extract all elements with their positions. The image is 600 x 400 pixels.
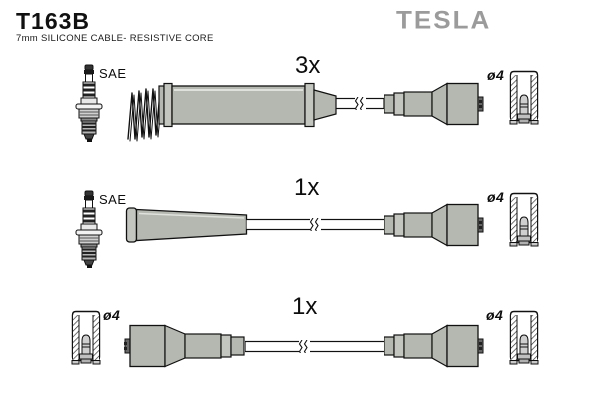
connector-boot <box>384 324 484 368</box>
brand-logo: TESLA <box>396 5 492 35</box>
sae-label: SAE <box>99 192 127 207</box>
diameter-label: ø4 <box>103 307 121 323</box>
diameter-label: ø4 <box>487 67 505 83</box>
socket-terminal-icon <box>509 192 539 247</box>
spark-plug-icon <box>75 64 103 142</box>
socket-terminal-icon <box>509 70 539 125</box>
spark-plug-icon <box>75 190 103 268</box>
connector-boot <box>124 324 245 368</box>
cable <box>336 97 384 110</box>
connector-boot <box>384 203 484 247</box>
sae-label: SAE <box>99 66 127 81</box>
cable-boot <box>125 207 248 243</box>
diameter-label: ø4 <box>486 307 504 323</box>
cable <box>245 340 385 353</box>
diameter-label: ø4 <box>487 189 505 205</box>
quantity-label: 1x <box>292 293 318 320</box>
socket-terminal-icon <box>509 310 539 365</box>
part-number: T163B <box>16 8 91 34</box>
connector-boot <box>384 82 484 126</box>
quantity-label: 1x <box>294 174 320 201</box>
quantity-label: 3x <box>295 52 321 79</box>
subtitle: 7mm SILICONE CABLE- RESISTIVE CORE <box>16 33 214 44</box>
socket-terminal-icon <box>71 310 101 365</box>
cable-boot <box>158 82 337 128</box>
cable <box>246 218 386 231</box>
spring-terminal-icon <box>127 88 163 142</box>
